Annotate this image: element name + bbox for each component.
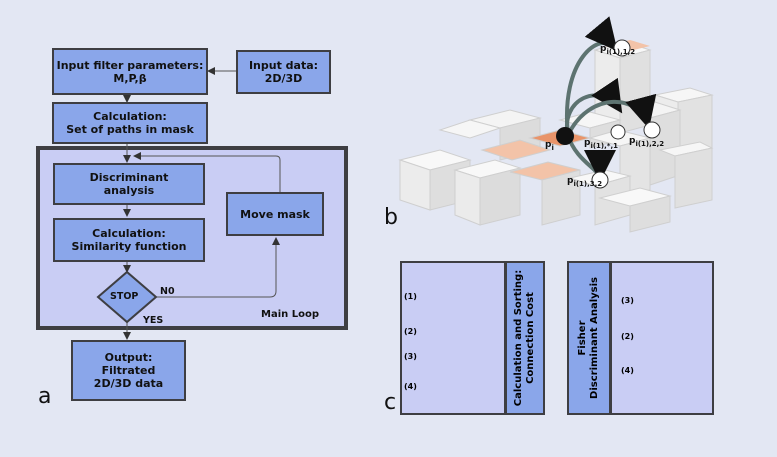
block-landscape bbox=[398, 40, 714, 233]
panel-a-letter: a bbox=[38, 384, 52, 409]
pi-node bbox=[556, 127, 574, 145]
input-filter-line2: M,P,β bbox=[113, 71, 147, 85]
label-p-32: pi(1),3,2 bbox=[567, 176, 602, 188]
yes-label: YES bbox=[143, 315, 164, 326]
left-index-1: (1) bbox=[404, 292, 417, 301]
p32-main: p bbox=[567, 176, 574, 186]
discriminant-box: Discriminant analysis bbox=[53, 163, 205, 205]
p-i-sub: i bbox=[551, 143, 554, 152]
main-loop-label: Main Loop bbox=[261, 309, 319, 320]
input-filter-line1: Input filter parameters: bbox=[56, 58, 204, 72]
stop-label: STOP bbox=[110, 291, 139, 302]
p-star-sub: i(1),*,1 bbox=[590, 141, 618, 150]
label-p-i: pi bbox=[545, 140, 554, 152]
right-signal-list bbox=[610, 261, 714, 415]
p32-node bbox=[591, 171, 609, 189]
fisher-label-line1: Fisher bbox=[577, 320, 588, 356]
p-star-main: p bbox=[584, 138, 591, 148]
panel-c-letter: c bbox=[384, 390, 397, 415]
discriminant-line1: Discriminant bbox=[89, 171, 169, 184]
input-data-line2: 2D/3D bbox=[264, 72, 303, 85]
left-signal-list bbox=[400, 261, 506, 415]
right-index-4: (4) bbox=[621, 366, 634, 375]
move-mask-label: Move mask bbox=[240, 207, 310, 221]
input-filter-box: Input filter parameters: M,P,β bbox=[52, 48, 208, 95]
left-index-3: (3) bbox=[404, 352, 417, 361]
output-line3: 2D/3D data bbox=[93, 377, 164, 390]
label-p-22: pi(1),2,2 bbox=[629, 136, 664, 148]
similarity-box: Calculation: Similarity function bbox=[53, 218, 205, 262]
left-index-4: (4) bbox=[404, 382, 417, 391]
cost-label-line2: Connection Cost bbox=[525, 292, 536, 384]
calc-paths-box: Calculation: Set of paths in mask bbox=[52, 102, 208, 144]
output-line1: Output: bbox=[104, 351, 153, 364]
fisher-box: Fisher Discriminant Analysis bbox=[567, 261, 611, 415]
label-p-star: pi(1),*,1 bbox=[584, 138, 618, 150]
p-star-node bbox=[610, 124, 626, 140]
stop-diamond bbox=[96, 270, 158, 324]
right-index-2: (2) bbox=[621, 332, 634, 341]
p32-sub: i(1),3,2 bbox=[573, 179, 603, 188]
p12-sub: i(1),1,2 bbox=[606, 47, 636, 56]
fisher-label: Fisher Discriminant Analysis bbox=[577, 277, 601, 399]
label-p-12: pi(1),1,2 bbox=[600, 44, 635, 56]
panel-b-letter: b bbox=[384, 205, 398, 230]
p22-sub: i(1),2,2 bbox=[635, 139, 665, 148]
discriminant-line2: analysis bbox=[103, 184, 155, 197]
p12-main: p bbox=[600, 44, 607, 54]
cost-label-line1: Calculation and Sorting: bbox=[513, 269, 524, 407]
move-mask-box: Move mask bbox=[226, 192, 324, 236]
p22-node bbox=[643, 121, 661, 139]
similarity-line1: Calculation: bbox=[92, 227, 166, 240]
fisher-label-line2: Discriminant Analysis bbox=[589, 277, 600, 399]
calc-paths-line1: Calculation: bbox=[93, 110, 167, 123]
right-index-3: (3) bbox=[621, 296, 634, 305]
input-data-box: Input data: 2D/3D bbox=[236, 50, 331, 94]
cost-label: Calculation and Sorting: Connection Cost bbox=[513, 270, 537, 406]
no-label: N0 bbox=[160, 286, 175, 297]
cost-box: Calculation and Sorting: Connection Cost bbox=[505, 261, 545, 415]
output-box: Output: Filtrated 2D/3D data bbox=[71, 340, 186, 401]
p-i-main: p bbox=[545, 140, 552, 150]
p22-main: p bbox=[629, 136, 636, 146]
calc-paths-line2: Set of paths in mask bbox=[66, 123, 194, 136]
similarity-line2: Similarity function bbox=[71, 240, 187, 253]
output-line2: Filtrated bbox=[101, 364, 156, 377]
left-index-2: (2) bbox=[404, 327, 417, 336]
input-data-line1: Input data: bbox=[248, 59, 319, 72]
p12-node bbox=[613, 39, 631, 57]
